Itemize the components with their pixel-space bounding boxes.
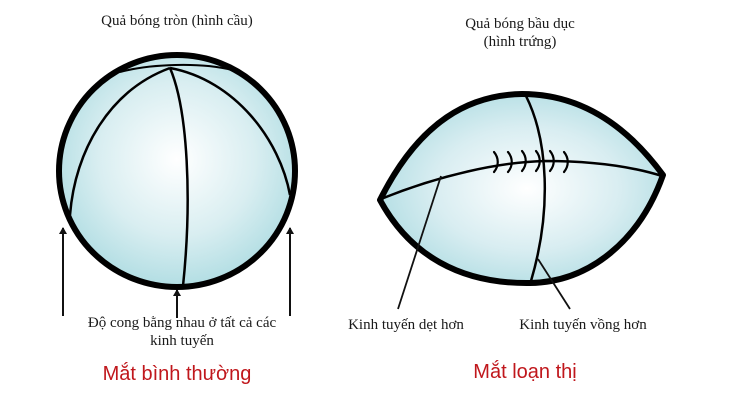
steep-meridian-label: Kinh tuyến vồng hơn bbox=[519, 317, 647, 333]
ball-stitches bbox=[492, 149, 569, 174]
pointer-steep-meridian bbox=[537, 258, 571, 310]
sphere-meridian-left bbox=[68, 66, 171, 216]
sphere-meridian-center bbox=[168, 67, 189, 287]
steep-meridian-line bbox=[524, 95, 547, 282]
rugby-ball-body bbox=[377, 91, 666, 287]
flat-meridian-label: Kinh tuyến dẹt hơn bbox=[348, 317, 464, 333]
normal-eye-caption: Mắt bình thường bbox=[102, 363, 252, 385]
rugby-ball-title-line2: (hình trứng) bbox=[483, 34, 557, 50]
pointer-flat-meridian bbox=[397, 175, 442, 310]
annotation-line2: kinh tuyến bbox=[150, 333, 214, 349]
sphere-title: Quả bóng tròn (hình cầu) bbox=[101, 13, 253, 29]
rugby-ball-title-line1: Quả bóng bầu dục bbox=[465, 16, 575, 32]
astigmatism-caption: Mắt loạn thị bbox=[473, 361, 577, 383]
sphere-meridian-right bbox=[169, 66, 292, 196]
sphere-illustration bbox=[56, 52, 298, 290]
annotation-line1: Độ cong bằng nhau ở tất cả các bbox=[87, 315, 277, 331]
equal-curvature-annotation: Độ cong bằng nhau ở tất cả các kinh tuyế… bbox=[62, 314, 302, 350]
sphere-body bbox=[56, 52, 298, 290]
rugby-ball-illustration bbox=[377, 91, 666, 287]
sphere-top-seam bbox=[119, 63, 233, 73]
rugby-ball-title: Quả bóng bầu dục (hình trứng) bbox=[430, 15, 610, 51]
